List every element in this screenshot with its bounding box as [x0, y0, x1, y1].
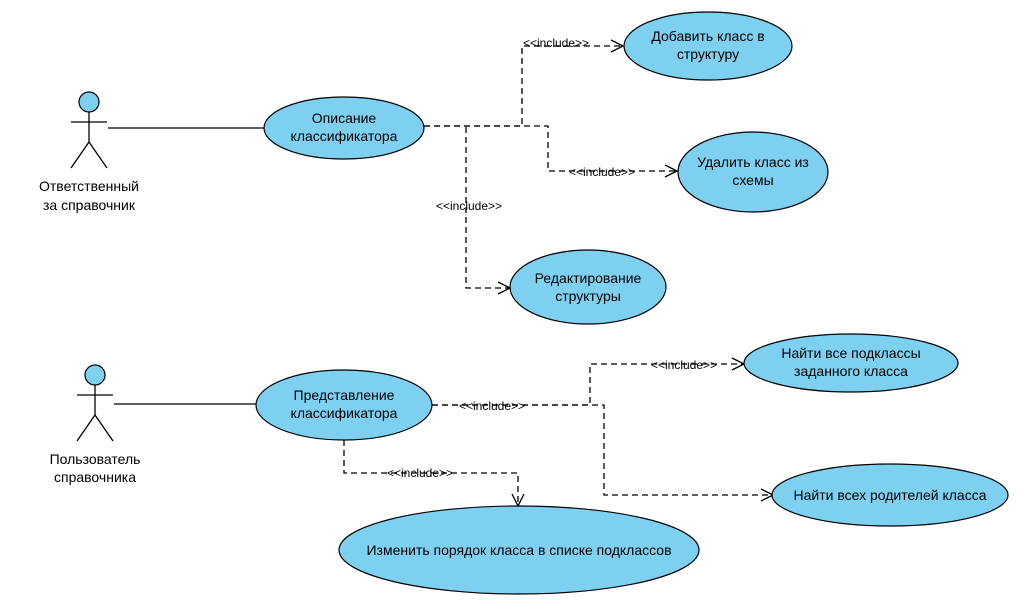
actor-head: [84, 364, 106, 386]
usecase-add-class[interactable]: Добавить класс в структуру: [623, 11, 793, 81]
actor-head: [78, 91, 100, 113]
include-label: <<include>>: [459, 399, 525, 413]
include-edge-parents: [432, 404, 772, 496]
svg-text:Найти всех родителей класса: Найти всех родителей класса: [793, 487, 986, 503]
svg-text:Представление: Представление: [294, 387, 395, 403]
include-edge-edit: [465, 127, 509, 289]
include-edge-delete: [424, 125, 676, 172]
include-edge-add: [424, 45, 622, 127]
svg-text:классификатора: классификатора: [291, 128, 398, 144]
svg-text:схемы: схемы: [732, 172, 773, 188]
usecase-presentation[interactable]: Представление классификатора: [255, 369, 433, 441]
svg-text:заданного класса: заданного класса: [794, 363, 908, 379]
actor-label-line2: справочника: [54, 469, 136, 485]
include-label: <<include>>: [436, 199, 502, 213]
actor-label-line1: Пользователь: [50, 451, 141, 467]
include-label: <<include>>: [569, 165, 635, 179]
include-label: <<include>>: [387, 466, 453, 480]
usecase-delete-class[interactable]: Удалить класс из схемы: [677, 131, 829, 213]
svg-text:Удалить класс из: Удалить класс из: [697, 154, 809, 170]
svg-text:Изменить порядок класса в спис: Изменить порядок класса в списке подклас…: [366, 542, 671, 558]
svg-text:Описание: Описание: [312, 110, 377, 126]
svg-text:структуры: структуры: [555, 288, 621, 304]
svg-text:классификатора: классификатора: [291, 405, 398, 421]
actor-user: Пользователь справочника: [50, 364, 141, 485]
usecase-find-subclasses[interactable]: Найти все подклассы заданного класса: [743, 333, 959, 393]
include-label: <<include>>: [523, 36, 589, 50]
svg-text:Найти все подклассы: Найти все подклассы: [781, 345, 920, 361]
usecase-description[interactable]: Описание классификатора: [263, 96, 425, 160]
usecase-find-parents[interactable]: Найти всех родителей класса: [771, 463, 1009, 527]
svg-text:структуру: структуру: [677, 46, 739, 62]
actor-label-line1: Ответственный: [39, 178, 139, 194]
include-label: <<include>>: [651, 358, 717, 372]
usecase-change-order[interactable]: Изменить порядок класса в списке подклас…: [338, 505, 700, 595]
include-edge-order: [343, 440, 519, 506]
actor-responsible: Ответственный за справочник: [39, 91, 139, 213]
svg-text:Добавить класс в: Добавить класс в: [651, 28, 764, 44]
include-edge-subclasses: [432, 363, 743, 406]
actor-label-line2: за справочник: [43, 197, 136, 213]
svg-text:Редактирование: Редактирование: [535, 270, 642, 286]
usecase-edit-structure[interactable]: Редактирование структуры: [509, 249, 667, 325]
